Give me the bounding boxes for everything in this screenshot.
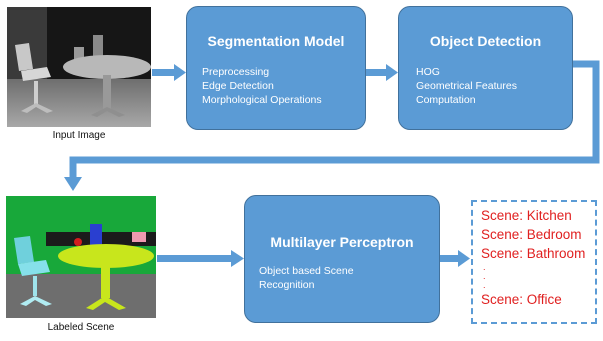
multilayer-perceptron-box: Multilayer Perceptron Object based Scene… [244,195,440,323]
input-image-caption: Input Image [52,130,106,141]
arrow-detection-to-labeled-scene [64,60,600,191]
arrow-input-to-segmentation [152,64,186,81]
detection-step: Geometrical Features [416,80,517,92]
object-detection-box: Object Detection HOG Geometrical Feature… [398,6,573,130]
arrow-mlp-to-output [440,250,470,267]
segmentation-steps: Preprocessing Edge Detection Morphologic… [202,65,322,107]
input-image [7,7,151,127]
scene-label: Scene: Office [481,292,562,307]
object-detection-title: Object Detection [429,33,542,49]
detection-step: HOG [416,66,440,78]
segmentation-model-title: Segmentation Model [207,33,345,49]
labeled-scene-image [6,196,156,318]
multilayer-perceptron-title: Multilayer Perceptron [270,234,414,250]
object-detection-steps: HOG Geometrical Features Computation [416,65,517,107]
ellipsis-dot: . [483,262,486,272]
scene-output-list: Scene: Kitchen Scene: Bedroom Scene: Bat… [481,206,585,309]
segmentation-model-box: Segmentation Model Preprocessing Edge De… [186,6,366,130]
scene-label: Scene: Kitchen [481,208,572,223]
labeled-scene-caption: Labeled Scene [47,322,115,333]
mlp-step: Object based Scene [259,265,354,277]
scene-output-box: Scene: Kitchen Scene: Bedroom Scene: Bat… [471,200,597,324]
scene-label: Scene: Bathroom [481,246,586,261]
scene-label: Scene: Bedroom [481,227,582,242]
segmentation-step: Morphological Operations [202,94,322,106]
detection-step: Computation [416,94,476,106]
ellipsis-dot: . [483,280,486,290]
arrow-labeled-to-mlp [157,250,244,267]
arrow-segmentation-to-detection [366,64,398,81]
multilayer-perceptron-steps: Object based Scene Recognition [259,264,354,292]
segmentation-step: Edge Detection [202,80,274,92]
ellipsis-dot: . [483,271,486,281]
segmentation-step: Preprocessing [202,66,270,78]
mlp-step: Recognition [259,279,315,291]
